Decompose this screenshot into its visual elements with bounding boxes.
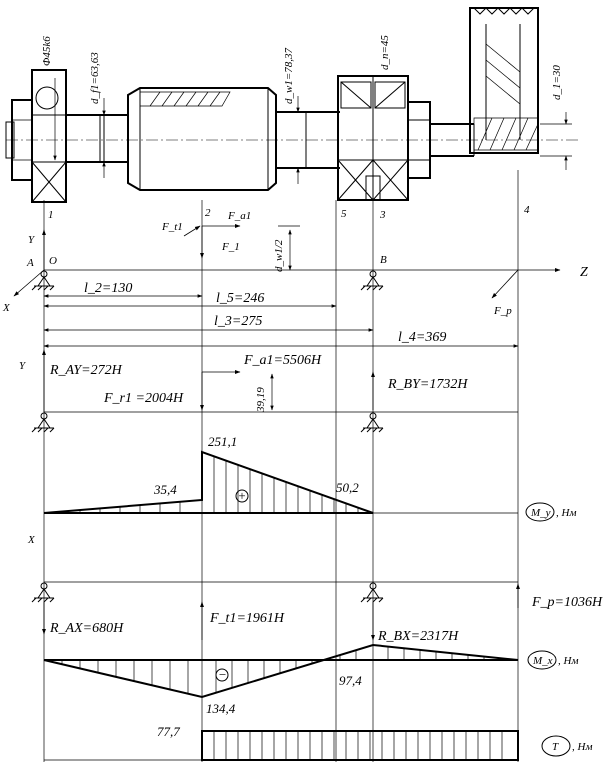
- dim-d-n: d_n=45: [379, 35, 391, 70]
- lever-arm-label: d_w1/2: [273, 239, 285, 272]
- reaction-rax-label: R_AX=680H: [49, 621, 124, 636]
- shaft-assembly-drawing: [5, 7, 580, 203]
- reaction-rby-label: R_BY=1732H: [387, 377, 468, 392]
- support-a-vertical: [31, 412, 55, 433]
- length-l2: l_2=130: [84, 281, 132, 296]
- reaction-ray-label: R_AY=272H: [49, 363, 123, 378]
- my-unit: , Нм: [556, 507, 576, 519]
- force-fp-label: F_p: [493, 305, 512, 317]
- support-a: [31, 270, 55, 291]
- length-l3: l_3=275: [214, 314, 262, 329]
- dim-d-f1: d_f1=63,63: [89, 52, 101, 104]
- torque-diagram: 77,7 T , Нм: [44, 724, 592, 761]
- force-fa1-label: F_a1: [227, 210, 251, 222]
- mx-sign: −: [218, 667, 227, 682]
- axis-x-label: X: [2, 302, 11, 314]
- point-a-label: A: [26, 257, 34, 269]
- reaction-rbx-label: R_BX=2317H: [377, 629, 459, 644]
- support-b-vertical: [360, 412, 384, 433]
- my-peak-value: 251,1: [208, 434, 237, 449]
- station-1: 1: [48, 209, 54, 221]
- support-a-horizontal: [31, 582, 55, 603]
- mx-diagram-label: M_x: [532, 655, 553, 667]
- torque-hatch: [213, 731, 503, 760]
- vertical-y-label: Y: [19, 360, 27, 372]
- mx-hatch: [61, 647, 501, 694]
- support-b: [360, 270, 384, 291]
- mx-unit: , Нм: [558, 655, 578, 667]
- point-b-label: B: [380, 254, 387, 266]
- station-4: 4: [524, 204, 530, 216]
- mx-peak-value: 134,4: [206, 701, 236, 716]
- station-5: 5: [341, 208, 347, 220]
- mx-right-value: 97,4: [339, 673, 362, 688]
- shaft-dimension-annotations: Φ45k6 d_f1=63,63 d_w1=78,37 d_n=45 d_1=3…: [41, 35, 572, 184]
- my-sign: +: [238, 488, 247, 503]
- my-right-value: 50,2: [336, 480, 359, 495]
- torque-unit: , Нм: [572, 741, 592, 753]
- gear-tooth-hatch: [139, 91, 231, 107]
- torque-value: 77,7: [157, 724, 180, 739]
- axis-z-label: Z: [580, 265, 588, 280]
- station-2: 2: [205, 207, 211, 219]
- force-fa1-value: F_a1=5506H: [243, 353, 322, 368]
- length-l4: l_4=369: [398, 330, 446, 345]
- force-fp-value: F_p=1036H: [531, 595, 603, 610]
- horizontal-x-label: X: [27, 534, 36, 546]
- origin-o-label: O: [49, 255, 57, 267]
- horizontal-plane-scheme: X R_AX=680H F_t1=1961H R_BX=2317H F_p=10…: [27, 534, 603, 644]
- vertical-plane-scheme: Y R_AY=272H F_a1=5506H F_r1 =2004H 39,19…: [19, 349, 518, 433]
- pulley-hub-hatch: [473, 43, 539, 151]
- bending-moment-my-diagram: 251,1 35,4 50,2 + M_y , Нм: [43, 434, 576, 522]
- bending-moment-mx-diagram: − 134,4 97,4 M_x , Нм: [43, 643, 578, 716]
- force-fr1-label: F_1: [221, 241, 240, 253]
- force-ft1-label: F_t1: [161, 221, 183, 233]
- dim-d-w1: d_w1=78,37: [283, 47, 295, 104]
- length-l5: l_5=246: [216, 291, 264, 306]
- my-hatch: [59, 456, 359, 513]
- axis-y-label: Y: [28, 234, 36, 246]
- torque-diagram-label: T: [552, 741, 559, 753]
- force-fr1-value: F_r1 =2004H: [103, 391, 184, 406]
- dim-bearing-left: Φ45k6: [41, 36, 53, 66]
- force-ft1-value: F_t1=1961H: [209, 611, 285, 626]
- support-b-horizontal: [360, 582, 384, 603]
- lever-arm-value: 39,19: [255, 387, 267, 413]
- force-scheme: Z Y A O X B F_t1 F_a1 F_1 d_w1/2 F_p: [2, 210, 588, 348]
- station-3: 3: [379, 209, 386, 221]
- my-left-value: 35,4: [153, 482, 177, 497]
- my-diagram-label: M_y: [530, 507, 551, 519]
- dim-d-out: d_1=30: [551, 65, 563, 100]
